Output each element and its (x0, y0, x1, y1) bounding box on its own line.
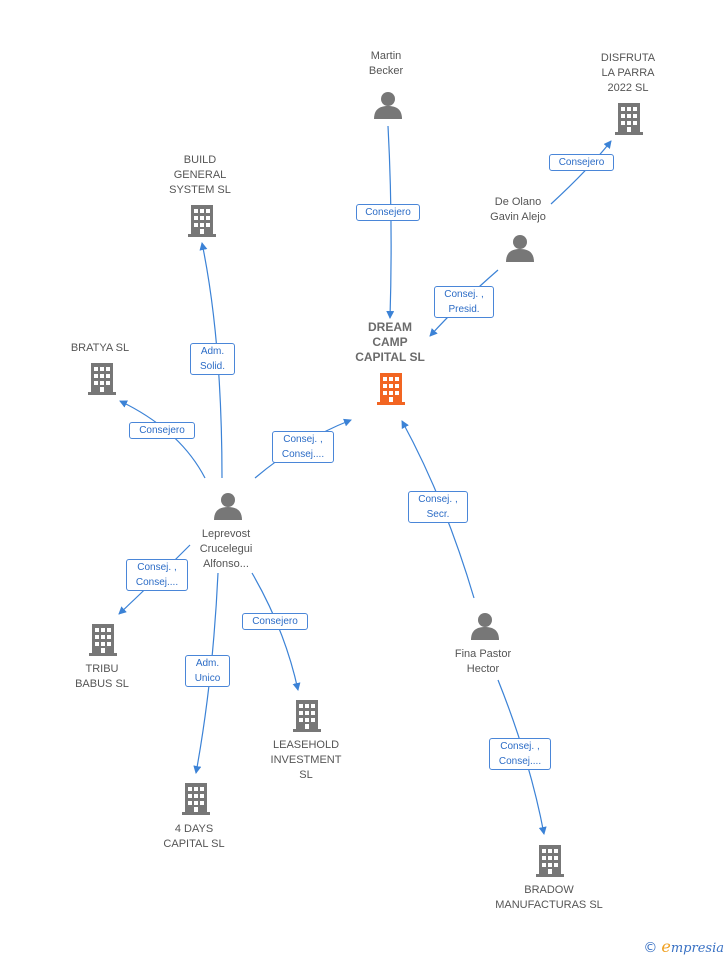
node-label-dream-camp-capital[interactable]: DREAM CAMP CAPITAL SL (355, 320, 425, 364)
empresia-logo[interactable]: ©empresia (643, 937, 724, 956)
building-icon[interactable] (182, 783, 210, 815)
edge-label-becker-dream: Consejero (356, 204, 420, 221)
building-icon[interactable] (615, 103, 643, 135)
building-icon[interactable] (88, 363, 116, 395)
edge-lep-leasehold (251, 572, 301, 691)
edge-label-lep-leasehold: Consejero (242, 613, 308, 630)
edge-label-lep-build: Adm. Solid. (190, 343, 235, 375)
node-label-tribu-babus[interactable]: TRIBU BABUS SL (75, 663, 129, 690)
brand-name: mpresia (670, 941, 724, 956)
edge-label-olano-dream: Consej. , Presid. (434, 286, 494, 318)
node-label-4-days-capital[interactable]: 4 DAYS CAPITAL SL (163, 823, 225, 850)
building-icon[interactable] (293, 700, 321, 732)
edge-becker-dream (386, 125, 395, 319)
edge-label-lep-bratya: Consejero (129, 422, 195, 439)
copyright-symbol: © (643, 940, 658, 956)
edge-label-fina-dream: Consej. , Secr. (408, 491, 468, 523)
node-label-build-general-system[interactable]: BUILD GENERAL SYSTEM SL (169, 154, 231, 196)
focus-building-icon[interactable] (377, 373, 405, 405)
edge-label-lep-tribu: Consej. , Consej.... (126, 559, 188, 591)
edge-label-lep-dream: Consej. , Consej.... (272, 431, 334, 463)
edge-lep-bratya (119, 400, 206, 479)
building-icon[interactable] (89, 624, 117, 656)
person-icon[interactable] (374, 92, 402, 119)
brand-initial: e (661, 937, 671, 956)
building-icon[interactable] (188, 205, 216, 237)
node-label-disfruta-la-parra[interactable]: DISFRUTA LA PARRA 2022 SL (600, 52, 656, 94)
person-icon[interactable] (471, 613, 499, 640)
edge-label-fina-bradow: Consej. , Consej.... (489, 738, 551, 770)
node-label-leprevost[interactable]: Leprevost Crucelegui Alfonso... (199, 528, 253, 570)
node-label-leasehold[interactable]: LEASEHOLD INVESTMENT SL (270, 739, 342, 781)
node-label-martin-becker[interactable]: Martin Becker (368, 50, 404, 77)
node-label-de-olano[interactable]: De Olano Gavin Alejo (490, 196, 546, 223)
edge-label-olano-disfruta: Consejero (549, 154, 614, 171)
node-label-bradow[interactable]: BRADOW MANUFACTURAS SL (495, 884, 603, 911)
node-label-bratya[interactable]: BRATYA SL (70, 342, 130, 354)
building-icon[interactable] (536, 845, 564, 877)
person-icon[interactable] (506, 235, 534, 262)
edge-label-lep-fourdays: Adm. Unico (185, 655, 230, 687)
node-label-fina-pastor[interactable]: Fina Pastor Hector (454, 648, 512, 675)
person-icon[interactable] (214, 493, 242, 520)
